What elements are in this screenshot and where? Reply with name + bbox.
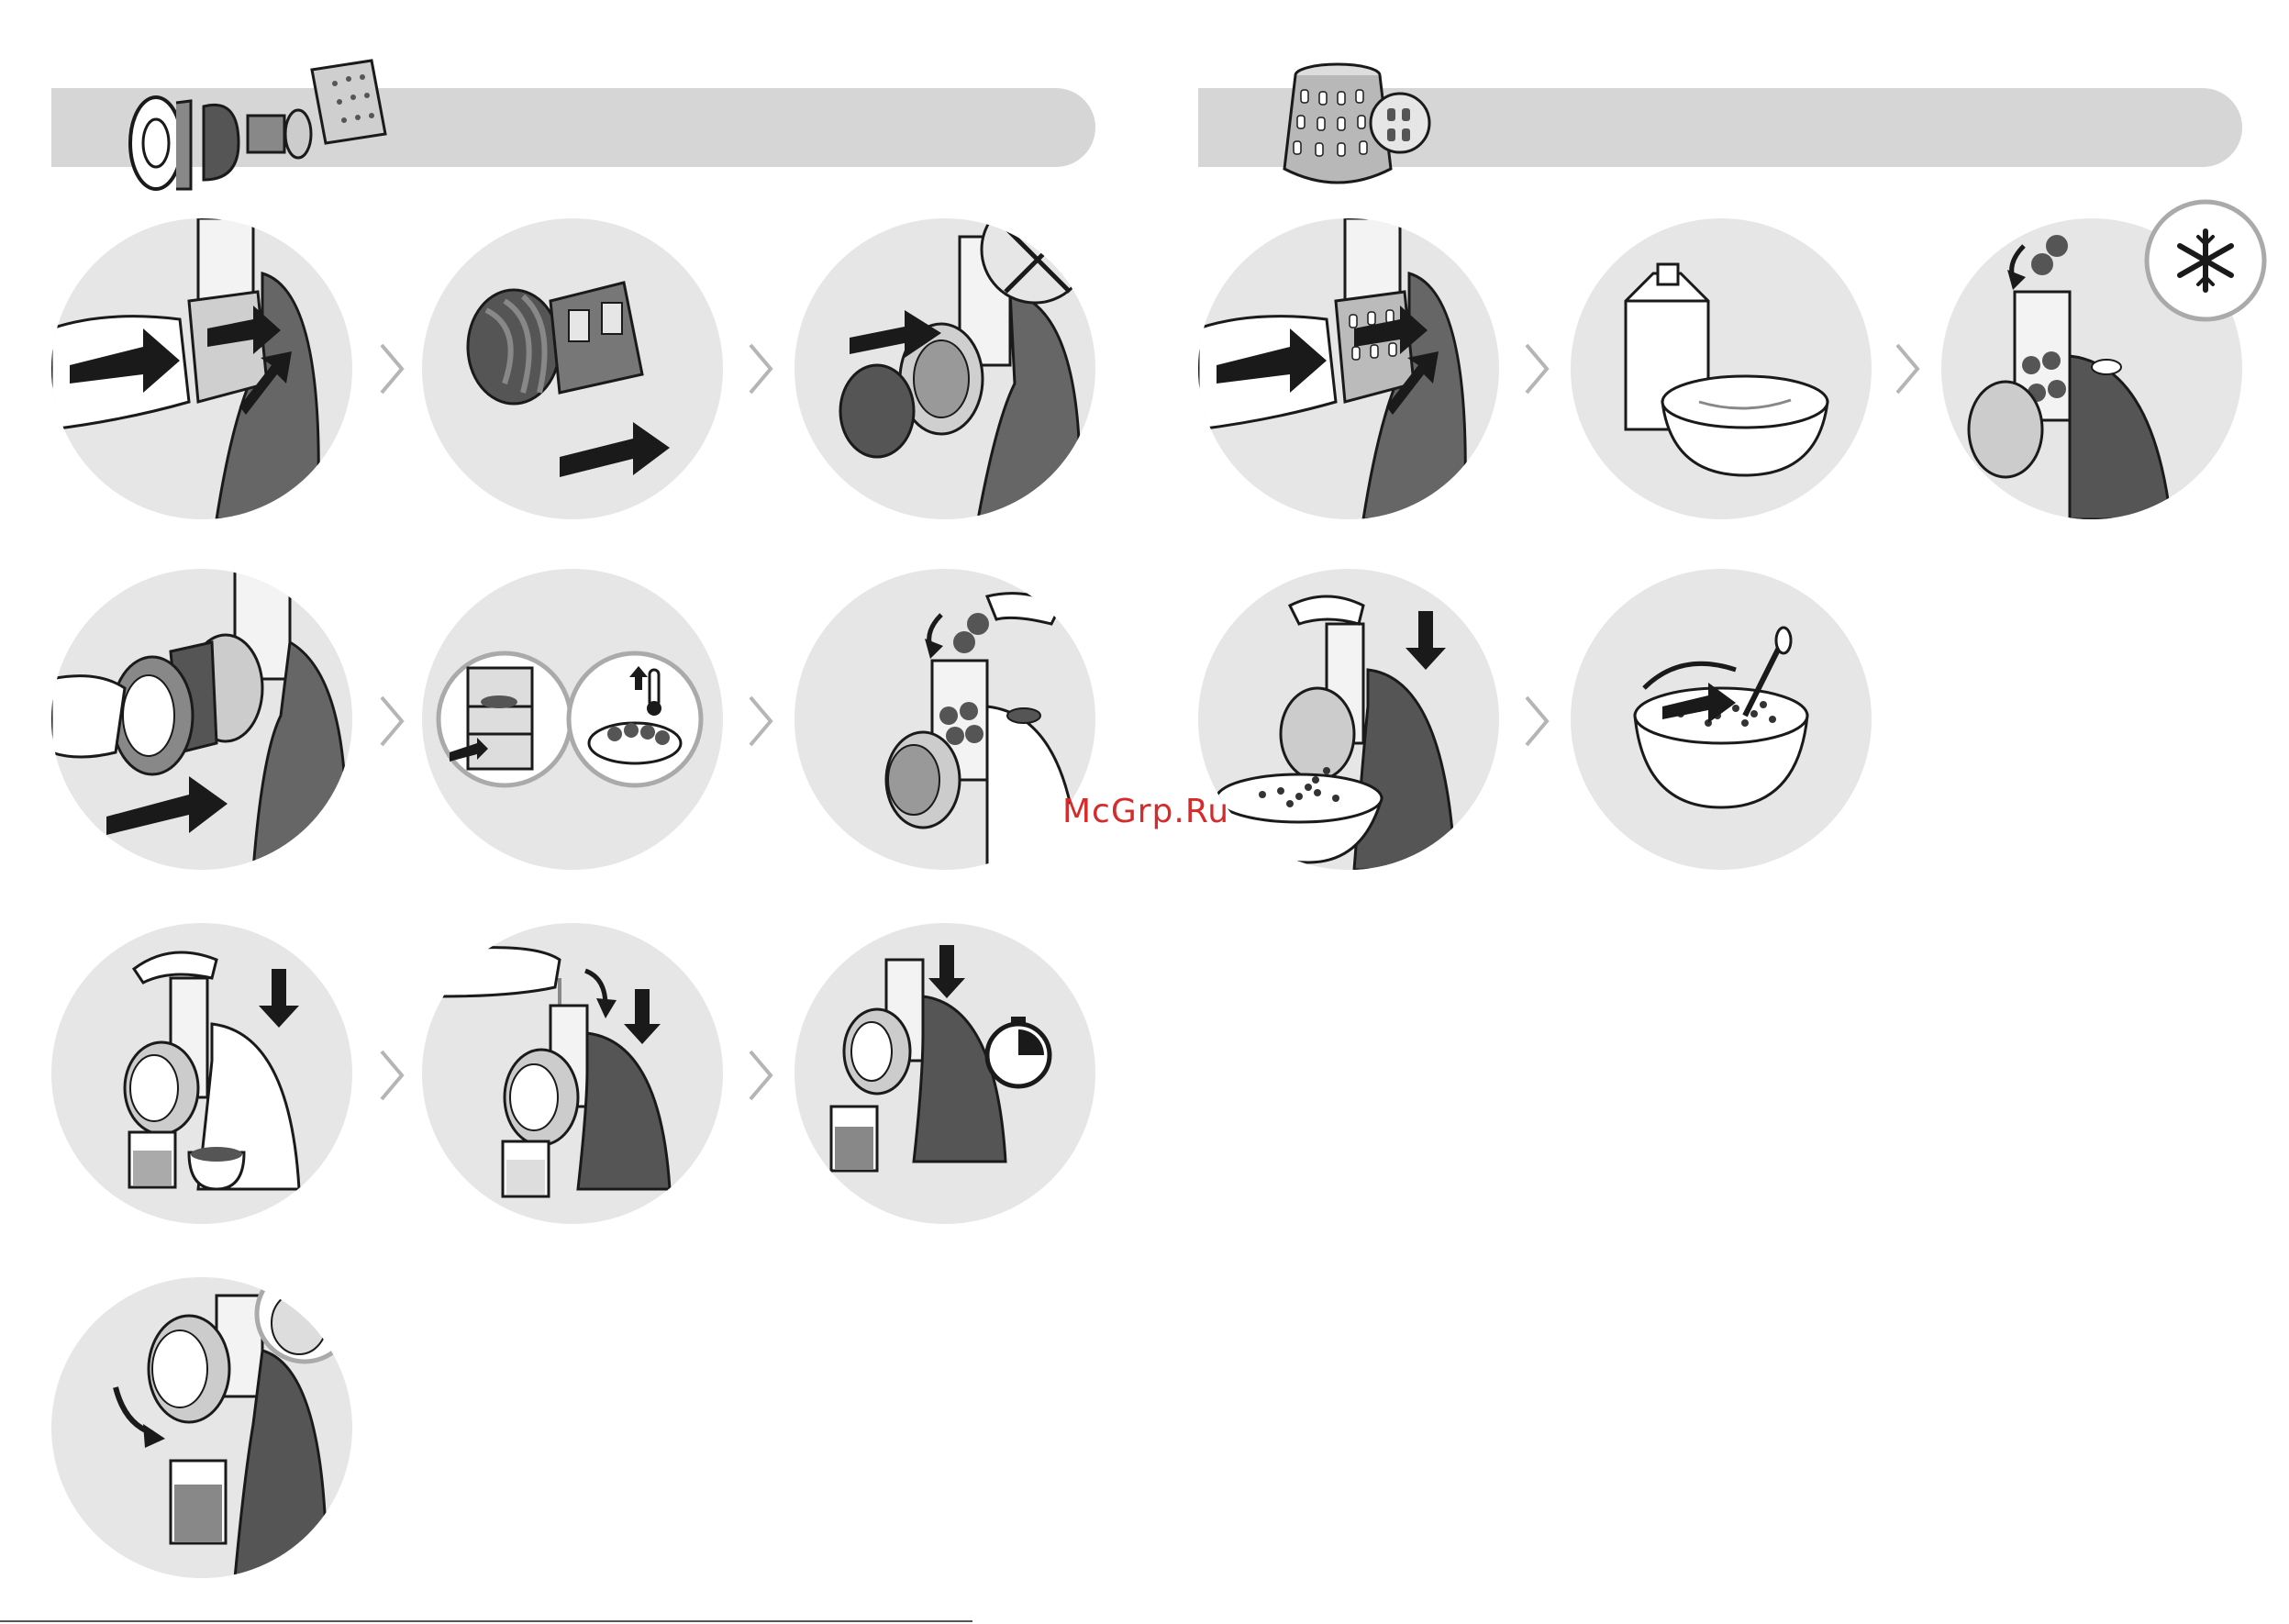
footer-divider <box>0 1620 972 1622</box>
chevron-right-icon <box>747 1048 774 1103</box>
chevron-right-icon <box>1523 694 1550 749</box>
fridge-temperature-icon <box>422 569 723 870</box>
step-add-fruit <box>794 569 1095 870</box>
grater-cone-icon <box>1281 59 1437 196</box>
step-auger <box>422 218 723 519</box>
step-timer <box>794 923 1095 1224</box>
chevron-right-icon <box>747 341 774 396</box>
watermark-text: McGrp.Ru <box>1062 793 1229 830</box>
step-insert-auger <box>794 218 1095 519</box>
chevron-right-icon <box>378 341 406 396</box>
timer-icon <box>794 923 1095 1224</box>
insert-auger-icon <box>794 218 1095 519</box>
attach-cap-icon <box>51 569 352 870</box>
add-fruit-icon <box>794 569 1095 870</box>
auger-icon <box>422 218 723 519</box>
press-pusher-icon <box>51 923 352 1224</box>
chevron-right-icon <box>1894 341 1921 396</box>
assemble-filter-icon <box>51 218 352 519</box>
step-fridge-temperature <box>422 569 723 870</box>
chevron-right-icon <box>378 694 406 749</box>
step-remove-cap <box>51 1277 352 1578</box>
step-assemble-grater <box>1198 218 1499 519</box>
juicer-attachment-icon <box>119 51 394 198</box>
step-stir-bowl <box>1571 569 1872 870</box>
step-grate-into-bowl <box>1198 569 1499 870</box>
step-attach-cap <box>51 569 352 870</box>
step-yogurt <box>1571 218 1872 519</box>
chevron-right-icon <box>1523 341 1550 396</box>
snowflake-icon <box>2141 196 2270 325</box>
pour-water-icon <box>422 923 723 1224</box>
stir-bowl-icon <box>1571 569 1872 870</box>
grate-into-bowl-icon <box>1198 569 1499 870</box>
chevron-right-icon <box>378 1048 406 1103</box>
step-pour-water <box>422 923 723 1224</box>
yogurt-icon <box>1571 218 1872 519</box>
step-press-pusher <box>51 923 352 1224</box>
step-assemble-filter <box>51 218 352 519</box>
chevron-right-icon <box>747 694 774 749</box>
assemble-grater-icon <box>1198 218 1499 519</box>
remove-cap-icon <box>51 1277 352 1578</box>
